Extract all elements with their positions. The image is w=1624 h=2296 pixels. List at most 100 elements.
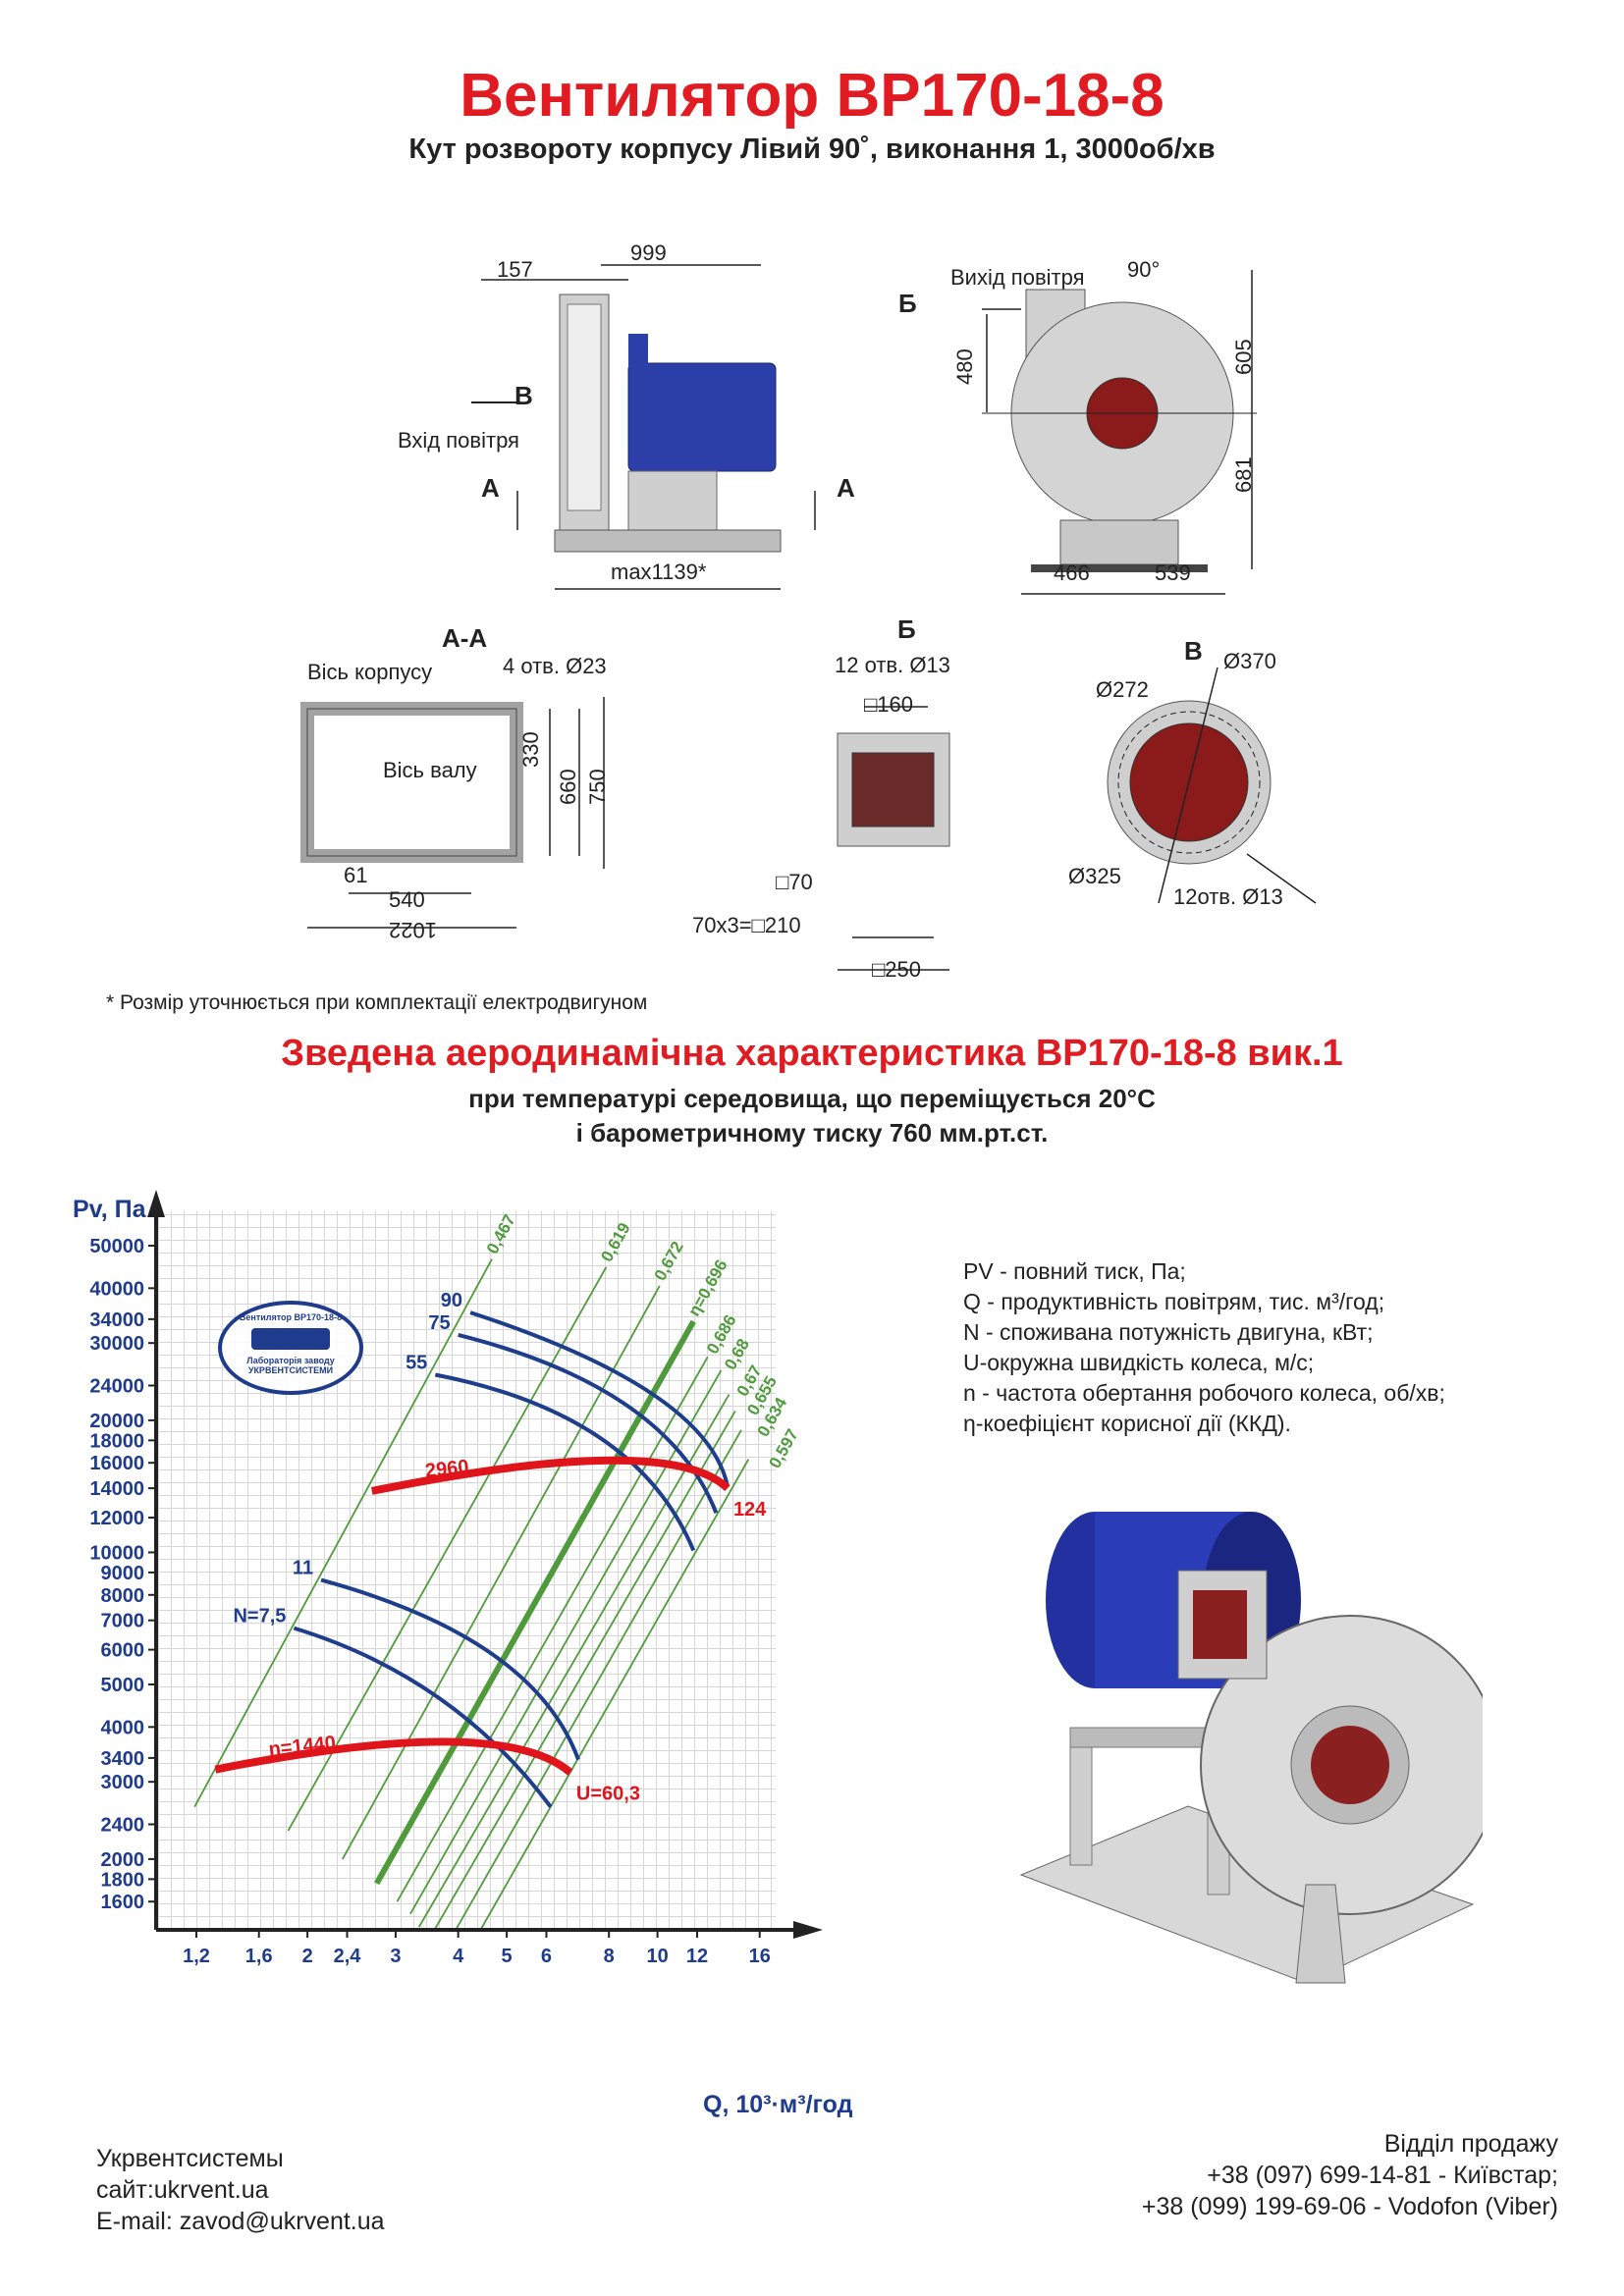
efficiency-line [342, 1285, 661, 1860]
pressure-curve-end-label: U=60,3 [576, 1784, 640, 1805]
view-b-drawing [837, 706, 950, 971]
footer-company-info: Укрвентсистемы сайт:ukrvent.ua E-mail: z… [96, 2143, 385, 2237]
y-tick-label: 2000 [101, 1849, 145, 1871]
fan-3d-image [1019, 1512, 1483, 1984]
x-tick-label: 6 [541, 1946, 552, 1967]
x-tick-label: 2,4 [334, 1946, 362, 1967]
section-aa-drawing [300, 697, 605, 929]
y-tick-label: 9000 [101, 1563, 145, 1584]
efficiency-label: η=0,696 [684, 1256, 731, 1319]
y-tick-label: 40000 [89, 1278, 144, 1300]
y-tick-label: 14000 [89, 1478, 144, 1500]
x-tick-label: 3 [390, 1946, 401, 1967]
page-subtitle: Кут розвороту корпусу Лівий 90˚, виконан… [408, 133, 1216, 165]
efficiency-line [456, 1429, 742, 1929]
sales-phone-kyivstar[interactable]: +38 (097) 699-14-81 - Київстар; [1207, 2162, 1558, 2189]
label-view-v: В [514, 381, 533, 410]
x-tick-label: 10 [646, 1946, 668, 1967]
label-air-inlet: Вхід повітря [398, 428, 519, 453]
dim-157: 157 [497, 257, 533, 282]
logo-bottom-text: Лабораторія заводу [246, 1356, 335, 1365]
efficiency-label: 0,672 [651, 1238, 687, 1283]
dim-250: □250 [872, 957, 921, 982]
x-tick-label: 1,6 [245, 1946, 273, 1967]
y-tick-label: 50000 [89, 1236, 144, 1257]
y-tick-label: 2400 [101, 1814, 145, 1836]
fan-icon [251, 1328, 330, 1350]
dim-750: 750 [585, 769, 610, 805]
label-inlet-holes: 12отв. Ø13 [1173, 884, 1283, 909]
legend-u: U-окружна швидкість колеса, м/с; [963, 1350, 1315, 1375]
label-shaft-axis: Вісь валу [383, 758, 477, 782]
dim-540: 540 [389, 887, 425, 912]
dim-681: 681 [1231, 456, 1256, 493]
x-tick-label: 1,2 [183, 1946, 210, 1967]
dim-210: 70x3=□210 [692, 913, 801, 937]
chart-legend: PV - повний тиск, Па; Q - продуктивність… [963, 1256, 1445, 1439]
pressure-curve-end-label: 124 [733, 1499, 767, 1521]
legend-q: Q - продуктивність повітрям, тис. м³/год… [963, 1289, 1385, 1314]
legend-rpm: n - частота обертання робочого колеса, о… [963, 1380, 1445, 1406]
dim-330: 330 [518, 731, 543, 768]
aerodynamic-chart: 5000040000340003000024000200001800016000… [89, 1190, 823, 1967]
view-v-drawing [1107, 667, 1317, 904]
legend-n: N - споживана потужність двигуна, кВт; [963, 1319, 1374, 1345]
power-curve [469, 1310, 730, 1487]
pressure-curve [370, 1456, 731, 1495]
label-section-a-left: А [481, 473, 500, 503]
x-tick-label: 2 [302, 1946, 313, 1967]
label-view-b: Б [898, 289, 917, 318]
dim-angle: 90° [1127, 257, 1161, 282]
dim-466: 466 [1054, 561, 1090, 585]
power-curve-label: 55 [406, 1352, 427, 1373]
label-flange-holes: 12 отв. Ø13 [835, 653, 950, 677]
company-email-link[interactable]: E-mail: zavod@ukrvent.ua [96, 2208, 385, 2235]
label-housing-axis: Вісь корпусу [307, 660, 433, 684]
dim-480: 480 [952, 348, 977, 385]
efficiency-line [434, 1410, 736, 1929]
efficiency-line [287, 1266, 608, 1832]
company-site-link[interactable]: сайт:ukrvent.ua [96, 2176, 269, 2204]
y-tick-label: 5000 [101, 1675, 145, 1696]
x-axis-arrow-icon [793, 1921, 823, 1939]
logo-company-text: УКРВЕНТСИСТЕМИ [247, 1365, 334, 1375]
legend-pv: PV - повний тиск, Па; [963, 1258, 1186, 1284]
x-tick-label: 12 [686, 1946, 708, 1967]
footnote: * Розмір уточнюється при комплектації ел… [106, 991, 648, 1014]
sales-heading: Відділ продажу [1383, 2130, 1558, 2158]
y-axis-label: Pv, Па [73, 1196, 146, 1223]
chart-condition-line1: при температурі середовища, що переміщує… [468, 1084, 1156, 1113]
sales-phone-vodafone[interactable]: +38 (099) 199-69-06 - Vodofon (Viber) [1141, 2193, 1558, 2220]
dim-max-length: max1139* [611, 560, 707, 584]
y-tick-label: 18000 [89, 1430, 144, 1452]
efficiency-line [480, 1459, 750, 1929]
efficiency-line [193, 1258, 493, 1808]
power-curve-label: 11 [293, 1558, 313, 1579]
x-tick-label: 16 [749, 1946, 771, 1967]
dim-605: 605 [1231, 339, 1256, 375]
dim-70: □70 [776, 870, 813, 894]
chart-condition-line2: і барометричному тиску 760 мм.рт.ст. [575, 1118, 1049, 1148]
y-tick-label: 10000 [89, 1542, 144, 1564]
dim-61: 61 [344, 863, 368, 887]
technical-drawings [300, 264, 1317, 971]
power-curve [293, 1626, 553, 1808]
y-tick-label: 16000 [89, 1453, 144, 1474]
y-tick-label: 7000 [101, 1611, 145, 1632]
y-tick-label: 4000 [101, 1717, 145, 1738]
efficiency-line [409, 1369, 723, 1915]
efficiency-label: 0,619 [597, 1219, 633, 1264]
y-tick-label: 3400 [101, 1748, 145, 1770]
company-name: Укрвентсистемы [96, 2145, 284, 2172]
power-curve-label: N=7,5 [233, 1606, 286, 1628]
dim-999: 999 [630, 240, 667, 265]
efficiency-label: 0,467 [483, 1211, 519, 1256]
dim-660: 660 [556, 769, 580, 805]
y-tick-label: 1600 [101, 1892, 145, 1913]
footer-sales-info: Відділ продажу +38 (097) 699-14-81 - Киї… [1142, 2128, 1558, 2222]
dim-d370: Ø370 [1223, 649, 1276, 673]
dim-539: 539 [1155, 561, 1191, 585]
laboratory-stamp-logo: Вентилятор ВР170-18-8 Лабораторія заводу… [218, 1301, 363, 1395]
page-title: Вентилятор ВР170-18-8 [460, 62, 1164, 130]
x-tick-label: 5 [502, 1946, 513, 1967]
